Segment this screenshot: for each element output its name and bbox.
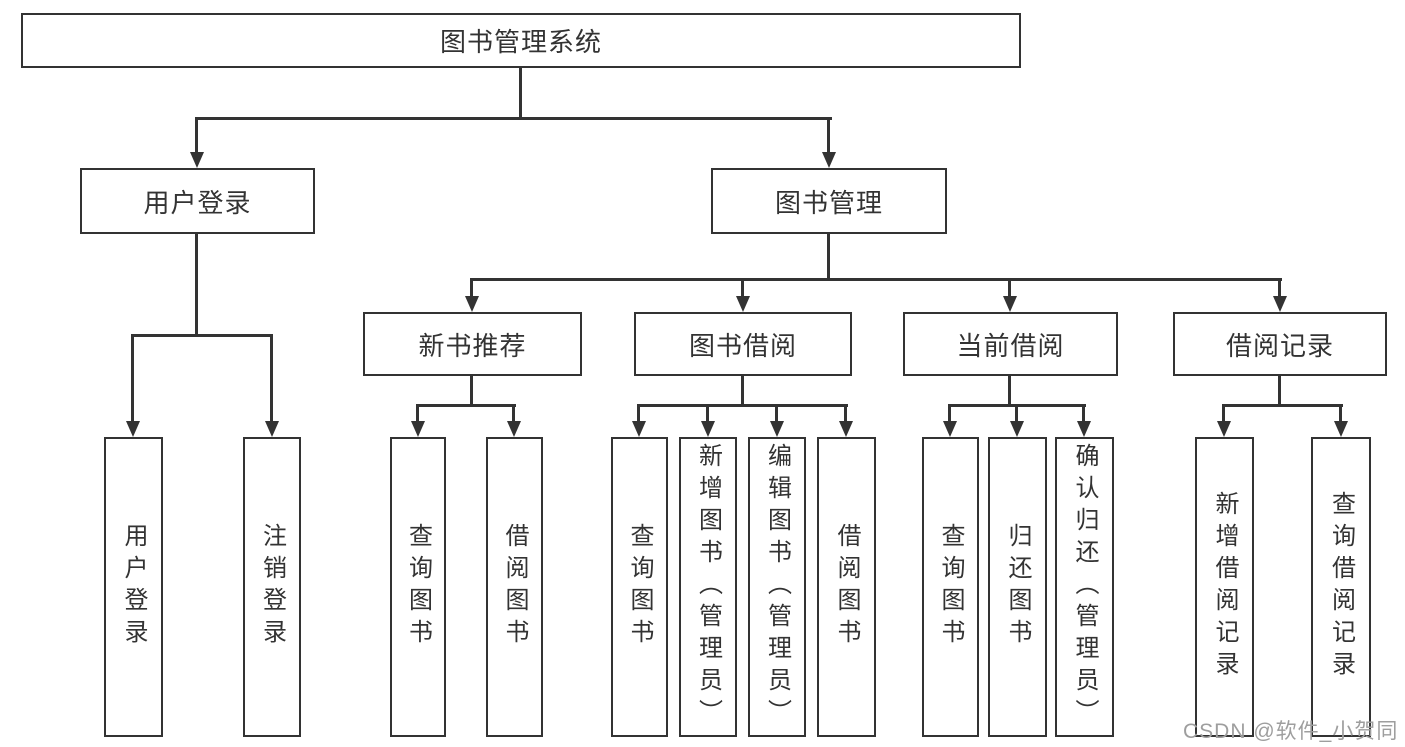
connector-line (948, 406, 951, 422)
arrowhead-icon (190, 152, 204, 168)
leaf-add-borrow-record-label: 新增借阅记录 (1211, 491, 1238, 683)
arrowhead-icon (943, 421, 957, 437)
connector-line (827, 234, 830, 280)
connector-line (1008, 280, 1011, 298)
leaf-borrow-books-recommend: 借阅图书 (486, 437, 543, 737)
arrowhead-icon (1273, 296, 1287, 312)
connector-line (270, 336, 273, 422)
connector-line (706, 406, 709, 422)
node-user-login: 用户登录 (80, 168, 315, 234)
connector-line (512, 406, 515, 422)
connector-line (1015, 406, 1018, 422)
leaf-query-borrow-record: 查询借阅记录 (1311, 437, 1371, 737)
node-book-borrowing-label: 图书借阅 (688, 330, 797, 361)
connector-line (741, 376, 744, 406)
arrowhead-icon (1010, 421, 1024, 437)
leaf-logout-label: 注销登录 (258, 523, 286, 651)
leaf-return-book: 归还图书 (988, 437, 1047, 737)
connector-line (195, 119, 198, 153)
connector-line (741, 280, 744, 298)
connector-line (827, 119, 830, 153)
arrowhead-icon (632, 421, 646, 437)
connector-line (131, 334, 273, 337)
leaf-query-borrow-record-label: 查询借阅记录 (1327, 491, 1355, 683)
connector-line (195, 117, 832, 120)
arrowhead-icon (126, 421, 140, 437)
leaf-user-login: 用户登录 (104, 437, 163, 737)
arrowhead-icon (839, 421, 853, 437)
connector-line (844, 406, 847, 422)
leaf-confirm-return-admin-label: 确认归还（管理员） (1071, 443, 1098, 731)
node-book-borrowing: 图书借阅 (634, 312, 852, 376)
connector-line (131, 336, 134, 422)
leaf-add-borrow-record: 新增借阅记录 (1195, 437, 1254, 737)
connector-line (470, 280, 473, 298)
leaf-query-books-current: 查询图书 (922, 437, 979, 737)
arrowhead-icon (1334, 421, 1348, 437)
arrowhead-icon (701, 421, 715, 437)
connector-line (519, 68, 522, 118)
connector-line (470, 376, 473, 406)
connector-line (637, 404, 848, 407)
node-borrowing-records: 借阅记录 (1173, 312, 1387, 376)
leaf-query-books-borrowing: 查询图书 (611, 437, 668, 737)
leaf-query-books-current-label: 查询图书 (937, 523, 964, 651)
watermark: CSDN @软件_小贺同学 (1183, 720, 1399, 743)
node-current-borrowing: 当前借阅 (903, 312, 1118, 376)
connector-line (416, 404, 516, 407)
leaf-edit-book-admin-label: 编辑图书（管理员） (763, 443, 791, 731)
connector-line (1222, 406, 1225, 422)
connector-line (1278, 280, 1281, 298)
leaf-query-books-recommend: 查询图书 (390, 437, 446, 737)
connector-line (775, 406, 778, 422)
leaf-confirm-return-admin: 确认归还（管理员） (1055, 437, 1114, 737)
leaf-edit-book-admin: 编辑图书（管理员） (748, 437, 806, 737)
node-borrowing-records-label: 借阅记录 (1225, 330, 1334, 361)
arrowhead-icon (265, 421, 279, 437)
leaf-borrow-books-borrowing: 借阅图书 (817, 437, 876, 737)
leaf-logout: 注销登录 (243, 437, 301, 737)
arrowhead-icon (822, 152, 836, 168)
node-book-management: 图书管理 (711, 168, 947, 234)
connector-line (948, 404, 1086, 407)
node-root: 图书管理系统 (21, 13, 1021, 68)
connector-line (195, 234, 198, 336)
connector-line (1278, 376, 1281, 406)
arrowhead-icon (411, 421, 425, 437)
leaf-borrow-books-borrowing-label: 借阅图书 (833, 523, 860, 651)
leaf-return-book-label: 归还图书 (1004, 523, 1031, 651)
leaf-borrow-books-recommend-label: 借阅图书 (501, 523, 528, 651)
leaf-user-login-label: 用户登录 (120, 523, 147, 651)
connector-line (1339, 406, 1342, 422)
leaf-add-book-admin-label: 新增图书（管理员） (694, 443, 722, 731)
connector-line (416, 406, 419, 422)
connector-line (1222, 404, 1343, 407)
node-new-book-recommend: 新书推荐 (363, 312, 582, 376)
arrowhead-icon (1003, 296, 1017, 312)
node-book-management-label: 图书管理 (774, 187, 883, 218)
leaf-add-book-admin: 新增图书（管理员） (679, 437, 737, 737)
node-user-login-label: 用户登录 (143, 187, 252, 218)
connector-line (470, 278, 1282, 281)
leaf-query-books-recommend-label: 查询图书 (404, 523, 432, 651)
leaf-query-books-borrowing-label: 查询图书 (626, 523, 653, 651)
node-root-label: 图书管理系统 (439, 27, 602, 57)
node-new-book-recommend-label: 新书推荐 (418, 330, 527, 361)
arrowhead-icon (736, 296, 750, 312)
connector-line (1082, 406, 1085, 422)
arrowhead-icon (507, 421, 521, 437)
connector-line (637, 406, 640, 422)
arrowhead-icon (1217, 421, 1231, 437)
node-current-borrowing-label: 当前借阅 (956, 330, 1065, 361)
arrowhead-icon (465, 296, 479, 312)
arrowhead-icon (770, 421, 784, 437)
connector-line (1008, 376, 1011, 406)
arrowhead-icon (1077, 421, 1091, 437)
